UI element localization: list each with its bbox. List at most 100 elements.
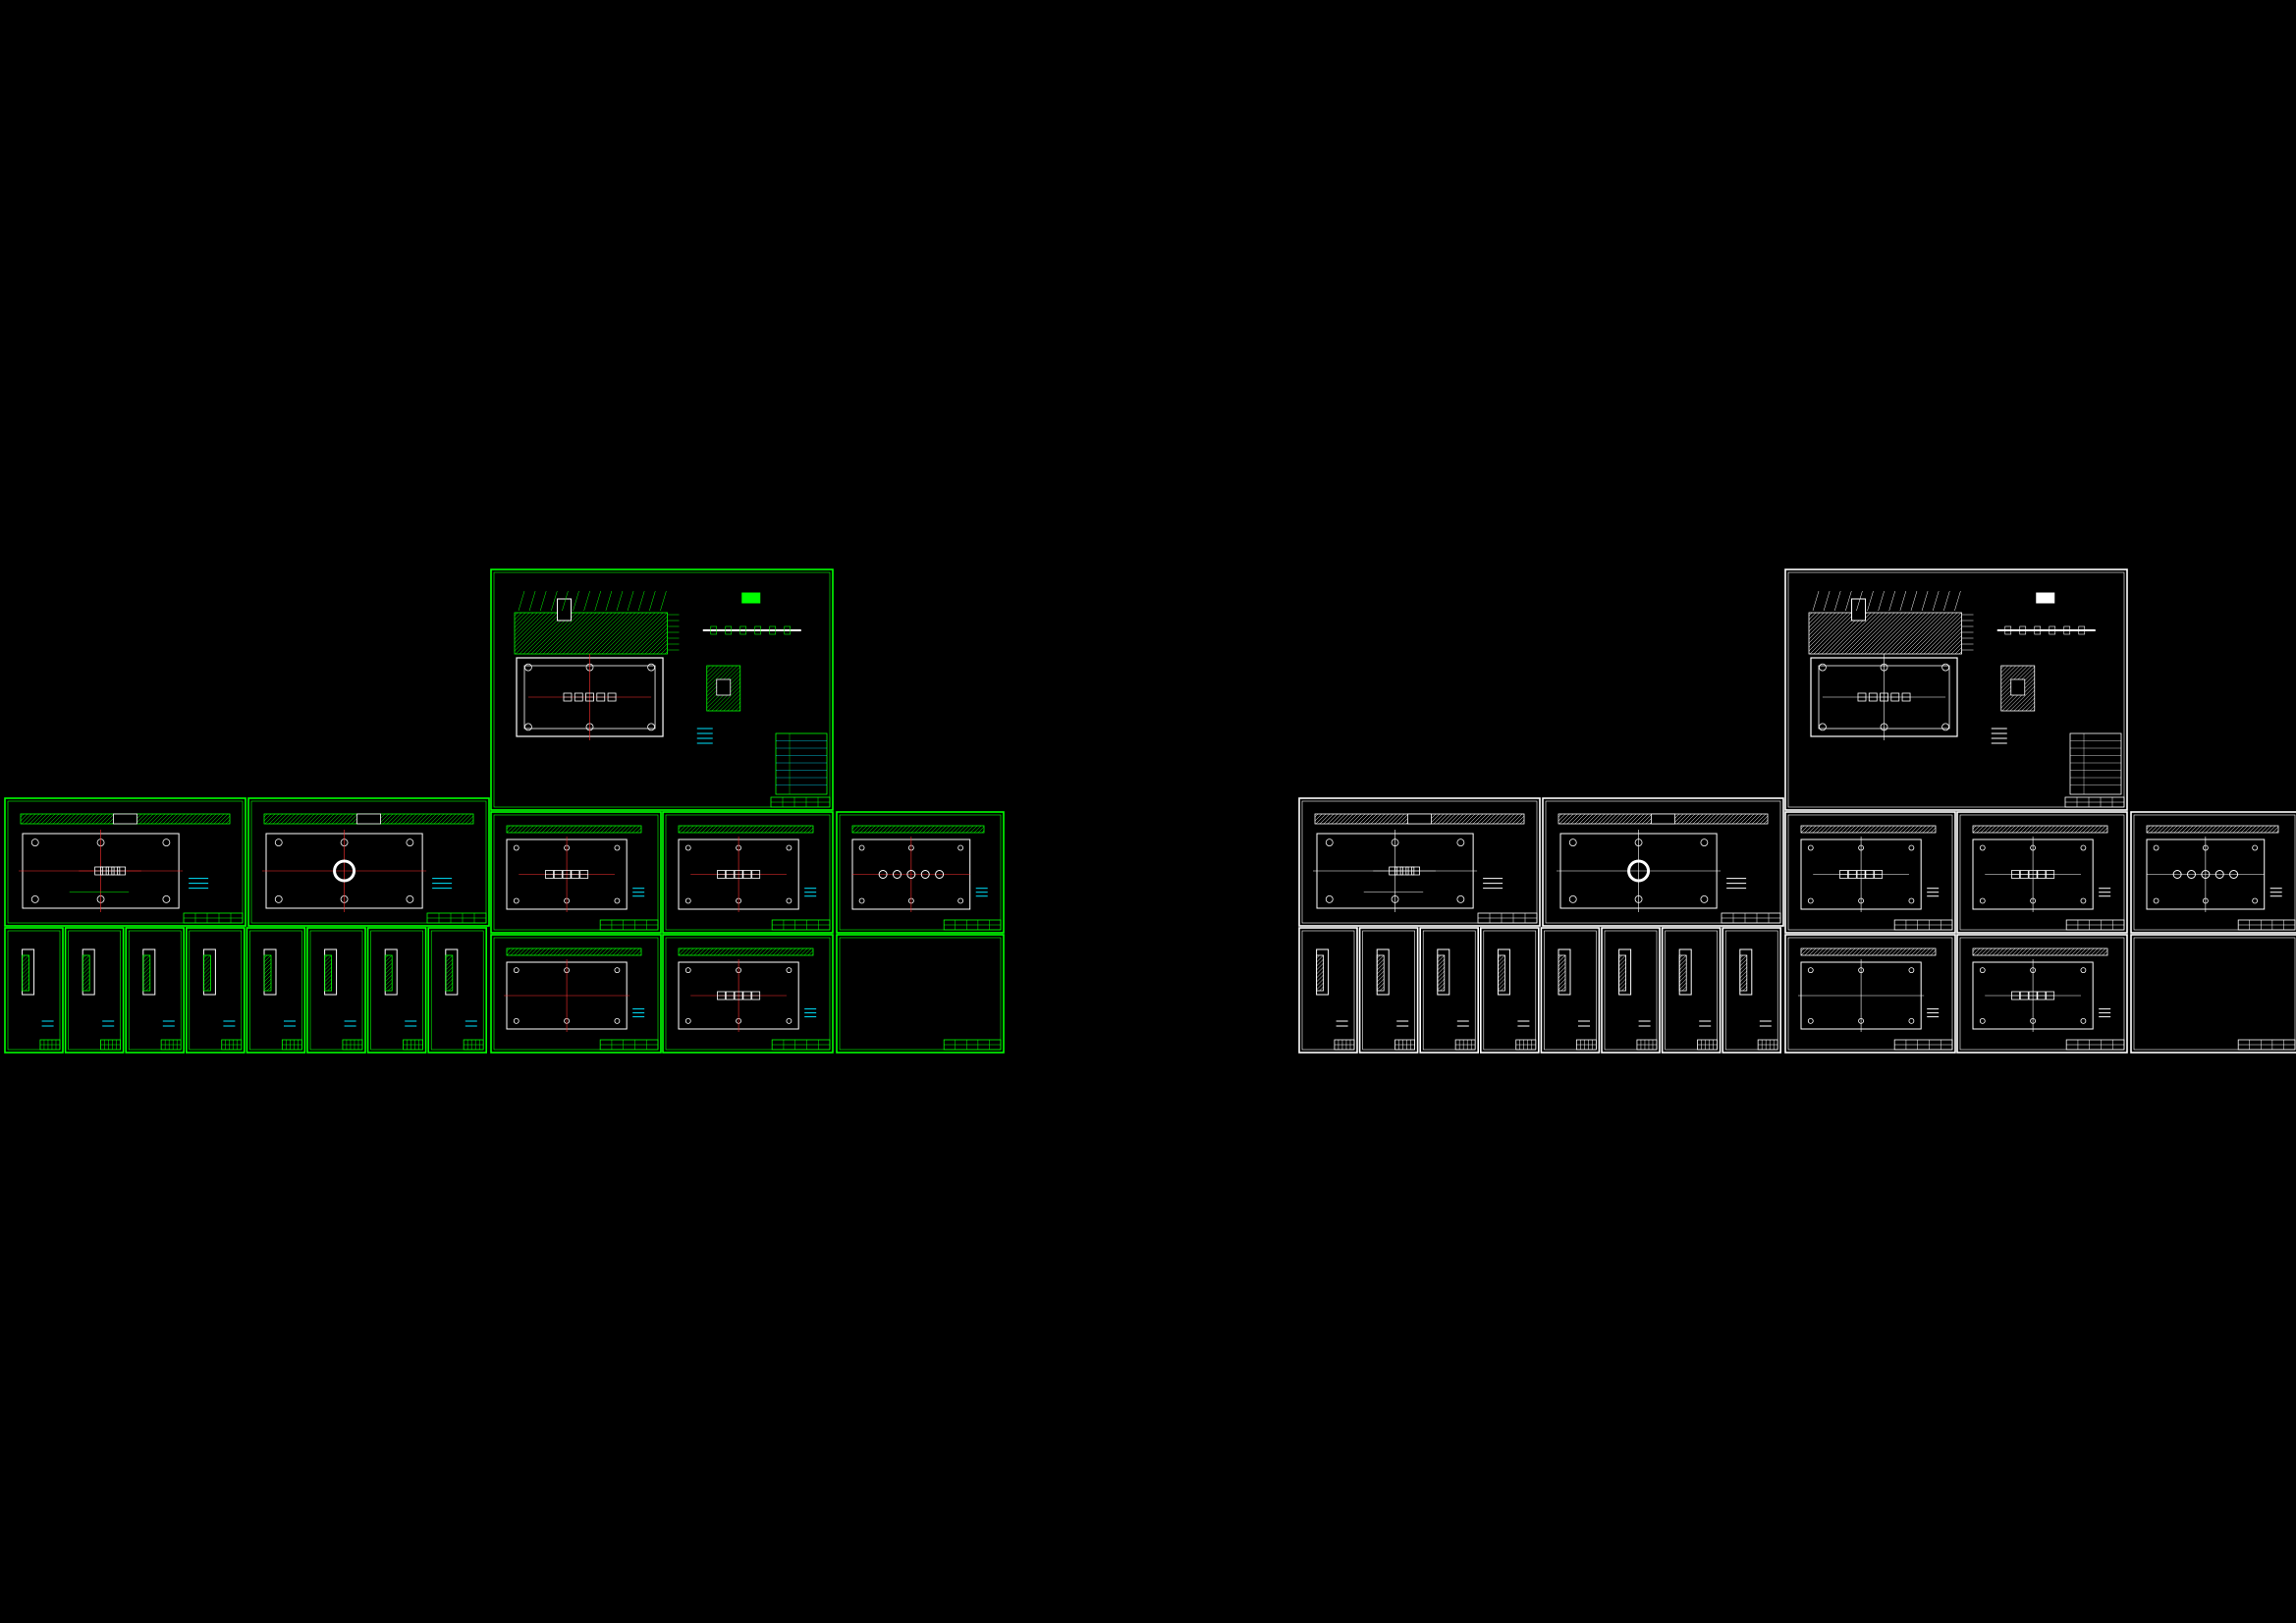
hatch-line	[883, 825, 892, 834]
drawing-sheet-blank[interactable]	[2130, 934, 2296, 1054]
hatch-line	[740, 947, 749, 956]
drawing-sheet-part[interactable]	[125, 927, 185, 1054]
hatch-line	[635, 949, 642, 956]
mounting-hole	[162, 894, 171, 903]
hatch-line	[561, 825, 570, 834]
hatch-line	[1743, 813, 1755, 825]
drawing-sheet-assembly[interactable]	[490, 568, 834, 811]
hatch-line	[1958, 651, 1962, 655]
drawing-set-white[interactable]	[1298, 568, 2296, 1054]
hatch-line	[545, 947, 554, 956]
hatch-line	[2031, 825, 2040, 834]
hatch-line	[601, 612, 644, 655]
plate-side-section	[678, 825, 814, 834]
hatch-line	[2098, 825, 2106, 834]
hatch-line	[1855, 825, 1864, 834]
drawing-sheet-part[interactable]	[1358, 927, 1419, 1054]
drawing-sheet-part[interactable]	[1722, 927, 1781, 1054]
drawing-sheet-plate-hole[interactable]	[1298, 797, 1541, 927]
mounting-hole	[1568, 839, 1577, 847]
hatch-line	[1739, 974, 1747, 983]
drawing-sheet-part[interactable]	[1480, 927, 1540, 1054]
drawing-sheet-plate-holes[interactable]	[836, 811, 1005, 934]
drawing-sheet-part[interactable]	[4, 927, 64, 1054]
drawing-sheet-cavity[interactable]	[490, 811, 662, 934]
hatch-line	[807, 827, 814, 834]
drawing-sheet-cavity[interactable]	[662, 811, 834, 934]
hatch-line	[203, 958, 211, 967]
drawing-sheet-part[interactable]	[1419, 927, 1479, 1054]
drawing-sheet-part[interactable]	[1298, 927, 1358, 1054]
hatch-line	[445, 954, 453, 963]
hatch-line	[1618, 982, 1626, 991]
mounting-hole	[1807, 844, 1814, 851]
drawing-sheet-part[interactable]	[306, 927, 366, 1054]
hatch-line	[1617, 813, 1629, 825]
hatch-line	[2158, 825, 2166, 834]
hatch-line	[1679, 982, 1687, 991]
hatch-line	[717, 825, 726, 834]
drawing-sheet-part[interactable]	[366, 927, 427, 1054]
drawing-sheet-plate-grid[interactable]	[490, 934, 662, 1054]
drawing-sheet-part[interactable]	[186, 927, 246, 1054]
hatch-line	[871, 825, 880, 834]
hatch-line	[701, 947, 710, 956]
drawing-sheet-part[interactable]	[1661, 927, 1722, 1054]
hatch-line	[1820, 947, 1829, 956]
drawing-sheet-plate-holes[interactable]	[2130, 811, 2296, 934]
hatch-line	[319, 813, 331, 825]
hatch-line	[678, 825, 683, 830]
drawing-sheet-cavity[interactable]	[662, 934, 834, 1054]
drawing-sheet-part[interactable]	[1540, 927, 1601, 1054]
drawing-sheet-plate-ring[interactable]	[1542, 797, 1784, 927]
hatch-line	[142, 962, 150, 971]
drawing-sheet-blank[interactable]	[836, 934, 1005, 1054]
drawing-sheet-assembly[interactable]	[1784, 568, 2128, 811]
hatch-line	[541, 825, 550, 834]
hatch-line	[2033, 709, 2035, 712]
drawing-set-green[interactable]	[4, 568, 1005, 1054]
hatch-line	[1852, 612, 1895, 655]
hatch-line	[1875, 947, 1884, 956]
drawing-sheet-cavity[interactable]	[1956, 811, 2128, 934]
sheet-border	[1298, 927, 1358, 1054]
drawing-sheet-cavity[interactable]	[1784, 811, 1956, 934]
hatch-line	[1621, 986, 1626, 992]
hatch-line	[573, 825, 581, 834]
hatch-line	[697, 825, 706, 834]
hatch-line	[772, 947, 781, 956]
sheet-border	[1358, 927, 1419, 1054]
hatch-line	[91, 813, 103, 825]
hatch-line	[1314, 813, 1319, 818]
drawing-sheet-cavity[interactable]	[1956, 934, 2128, 1054]
hatch-line	[1950, 643, 1962, 655]
hatch-line	[1558, 958, 1566, 967]
hatch-line	[1988, 947, 1996, 956]
hatch-line	[142, 958, 150, 967]
hatch-line	[82, 966, 90, 975]
plate-side-pocket	[356, 813, 381, 825]
drawing-sheet-plate-grid[interactable]	[1784, 934, 1956, 1054]
hatch-line	[506, 825, 515, 834]
hatch-line	[2146, 825, 2151, 830]
hatch-line	[2177, 825, 2186, 834]
drawing-sheet-part[interactable]	[246, 927, 306, 1054]
hatch-line	[2000, 665, 2004, 670]
drawing-sheet-part[interactable]	[64, 927, 125, 1054]
hatch-line	[1437, 813, 1449, 825]
mounting-hole	[524, 663, 532, 672]
hatch-line	[973, 825, 982, 834]
hatch-line	[82, 982, 90, 991]
drawing-sheet-plate-hole[interactable]	[4, 797, 246, 927]
hatch-line	[721, 825, 730, 834]
drawing-sheet-part[interactable]	[1601, 927, 1661, 1054]
hatch-line	[56, 813, 68, 825]
hatch-line	[2027, 825, 2036, 834]
drawing-sheet-part[interactable]	[427, 927, 488, 1054]
hatch-line	[799, 947, 808, 956]
drawing-sheet-plate-ring[interactable]	[247, 797, 490, 927]
hatch-line	[2102, 827, 2108, 834]
runner-segment	[2049, 625, 2056, 635]
hatch-line	[347, 813, 358, 825]
